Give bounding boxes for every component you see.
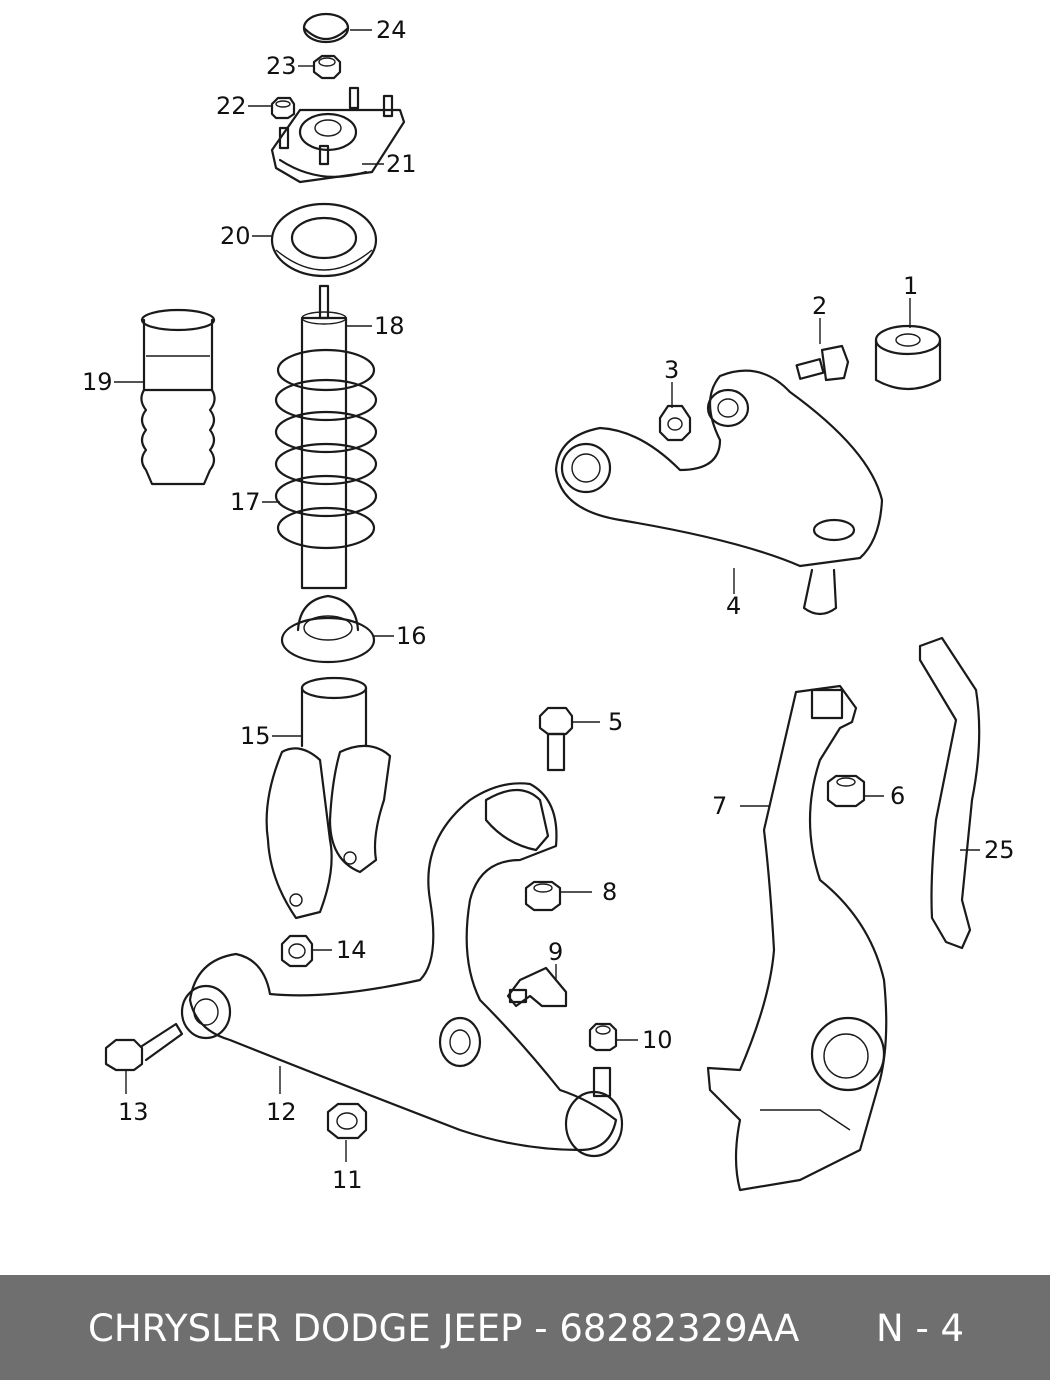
callout-12: 12	[266, 1098, 297, 1126]
callout-5: 5	[608, 708, 623, 736]
part-19-boot[interactable]	[140, 308, 216, 486]
part-10-nut[interactable]	[588, 1022, 618, 1052]
part-11-nut[interactable]	[326, 1102, 368, 1140]
part-8-nut[interactable]	[524, 880, 562, 912]
callout-10: 10	[642, 1026, 673, 1054]
footer-bar: CHRYSLER DODGE JEEP - 68282329AA N - 4	[0, 1275, 1050, 1380]
part-14-nut[interactable]	[280, 934, 314, 968]
callout-25: 25	[984, 836, 1015, 864]
part-17-spring[interactable]	[274, 348, 378, 550]
part-23-nut[interactable]	[312, 54, 342, 80]
callout-2: 2	[812, 292, 827, 320]
part-16-isolator[interactable]	[280, 594, 376, 664]
part-22-nut[interactable]	[270, 96, 296, 120]
callout-13: 13	[118, 1098, 149, 1126]
callout-22: 22	[216, 92, 247, 120]
callout-7: 7	[712, 792, 727, 820]
part-15-clevis[interactable]	[265, 676, 392, 920]
callout-19: 19	[82, 368, 113, 396]
callout-17: 17	[230, 488, 261, 516]
part-1-bushing[interactable]	[874, 324, 942, 390]
callout-15: 15	[240, 722, 271, 750]
callout-24: 24	[376, 16, 407, 44]
part-5-bolt[interactable]	[538, 706, 574, 772]
part-3-nut[interactable]	[658, 404, 692, 442]
part-7-knuckle[interactable]	[706, 684, 888, 1192]
callout-18: 18	[374, 312, 405, 340]
part-9-sensor[interactable]	[506, 966, 568, 1008]
footer-title: CHRYSLER DODGE JEEP - 68282329AA	[88, 1307, 800, 1350]
part-20-bearing[interactable]	[270, 202, 378, 278]
callout-9: 9	[548, 938, 563, 966]
part-13-bolt[interactable]	[104, 1022, 184, 1072]
callout-23: 23	[266, 52, 297, 80]
callouts: 24 23 22 21 20 18 19 17 16 15 1 2 3 4 5 …	[82, 16, 1015, 1194]
callout-16: 16	[396, 622, 427, 650]
callout-6: 6	[890, 782, 905, 810]
part-21-mount[interactable]	[270, 86, 406, 184]
callout-21: 21	[386, 150, 417, 178]
part-25-bracket[interactable]	[918, 636, 981, 950]
parts-diagram: 24 23 22 21 20 18 19 17 16 15 1 2 3 4 5 …	[82, 12, 1015, 1194]
part-24-cap[interactable]	[302, 12, 350, 44]
callout-4: 4	[726, 592, 741, 620]
part-4-upper-arm[interactable]	[554, 369, 884, 616]
callout-20: 20	[220, 222, 251, 250]
part-2-bolt[interactable]	[795, 344, 850, 382]
leader-lines	[114, 29, 980, 1162]
callout-3: 3	[664, 356, 679, 384]
callout-14: 14	[336, 936, 367, 964]
part-18-shock[interactable]	[300, 284, 348, 590]
callout-11: 11	[332, 1166, 363, 1194]
part-6-nut[interactable]	[826, 774, 866, 808]
callout-1: 1	[903, 272, 918, 300]
callout-8: 8	[602, 878, 617, 906]
footer-page-number: N - 4	[876, 1307, 965, 1350]
part-12-lower-arm[interactable]	[180, 782, 624, 1158]
